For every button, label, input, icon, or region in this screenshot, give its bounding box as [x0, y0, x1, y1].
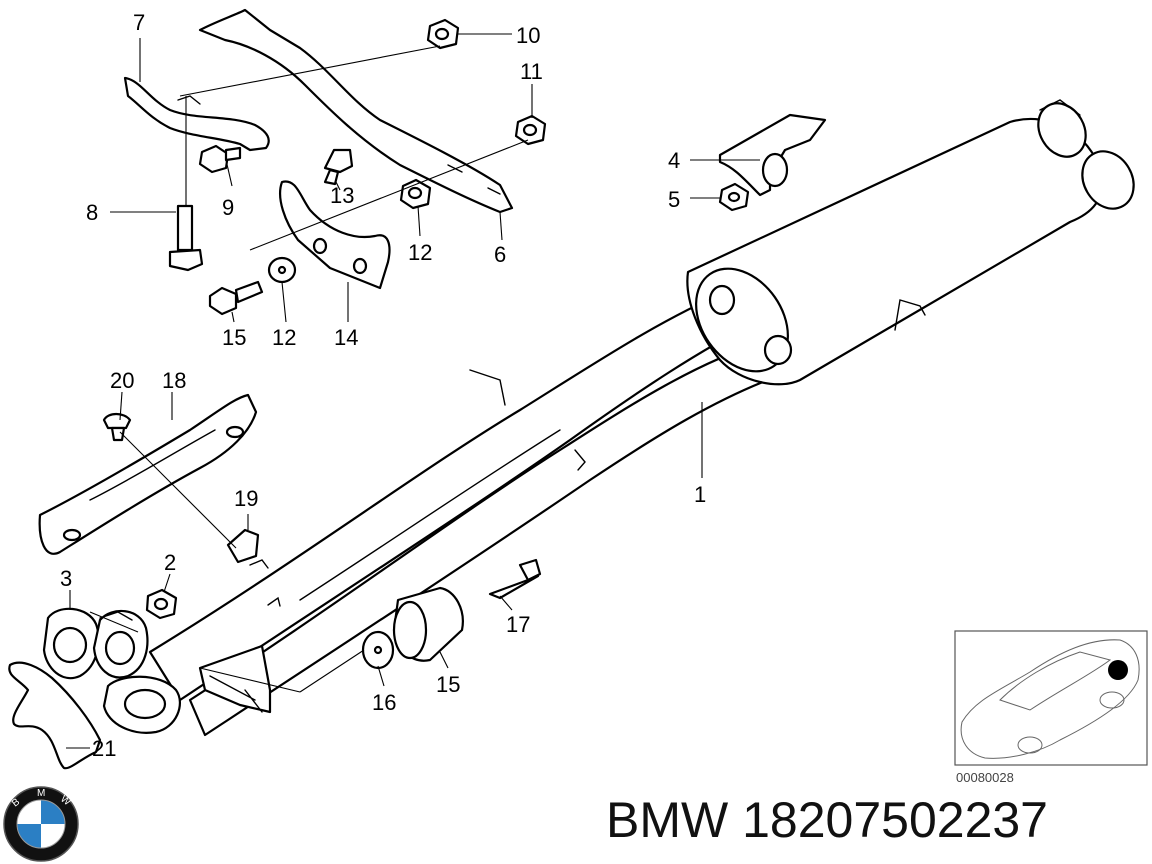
callout-17: 16 [372, 690, 396, 715]
callout-labels: 7 10 11 4 5 13 9 8 12 6 15 12 14 20 18 1… [60, 10, 706, 761]
bolt-21 [102, 412, 132, 442]
callout-12-lower: 12 [272, 325, 296, 350]
exhaust-location-marker [1108, 660, 1128, 680]
callout-3: 3 [60, 566, 72, 591]
car-locator-inset: 00080028 [954, 630, 1148, 785]
callout-2: 2 [164, 550, 176, 575]
callout-1: 1 [694, 482, 706, 507]
part-caption: BMW 18207502237 [606, 790, 1048, 850]
callout-9: 9 [222, 195, 234, 220]
callout-18: 17 [506, 612, 530, 637]
inset-code: 00080028 [956, 770, 1014, 785]
callout-15: 15 [222, 325, 246, 350]
exhaust-pipe-assembly [42, 288, 792, 737]
bolt-15 [208, 280, 264, 316]
bmw-logo: B M W [3, 786, 79, 862]
nut-5 [718, 182, 750, 212]
mount-4 [718, 113, 827, 197]
callout-16: 15 [436, 672, 460, 697]
caption-brand: BMW [606, 792, 729, 848]
washer-12-lower [267, 256, 297, 284]
bracket-22 [8, 661, 102, 770]
leader-lines [66, 33, 760, 749]
washer-17 [361, 630, 395, 670]
gasket-3 [99, 611, 133, 621]
heat-shield-19 [38, 393, 258, 555]
callout-22: 21 [92, 736, 116, 761]
bolt-9 [198, 144, 242, 174]
callout-11: 11 [520, 59, 543, 84]
rear-muffler [686, 99, 1135, 386]
caption-part-number: 18207502237 [742, 792, 1048, 848]
callout-10: 10 [516, 23, 540, 48]
bolt-8 [168, 204, 204, 272]
bracket-6 [198, 8, 514, 214]
callout-19: 18 [162, 368, 186, 393]
callout-20: 19 [234, 486, 258, 511]
bolt-13 [323, 148, 354, 186]
callout-7: 7 [133, 10, 145, 35]
nut-10 [426, 18, 460, 50]
callout-12-upper: 12 [408, 240, 432, 265]
callout-4: 4 [668, 148, 680, 173]
nut-11 [514, 114, 547, 146]
svg-text:M: M [37, 788, 45, 799]
rubber-mount-16 [392, 586, 464, 662]
callout-6: 6 [494, 242, 506, 267]
bracket-14 [279, 180, 391, 290]
callout-14: 14 [334, 325, 358, 350]
callout-13: 13 [330, 183, 354, 208]
callout-21: 20 [110, 368, 134, 393]
bracket-7 [123, 76, 270, 152]
nut-2 [145, 588, 178, 620]
callout-5: 5 [668, 187, 680, 212]
bolt-18 [488, 558, 542, 600]
callout-8: 8 [86, 200, 98, 225]
clip-20 [226, 528, 260, 564]
